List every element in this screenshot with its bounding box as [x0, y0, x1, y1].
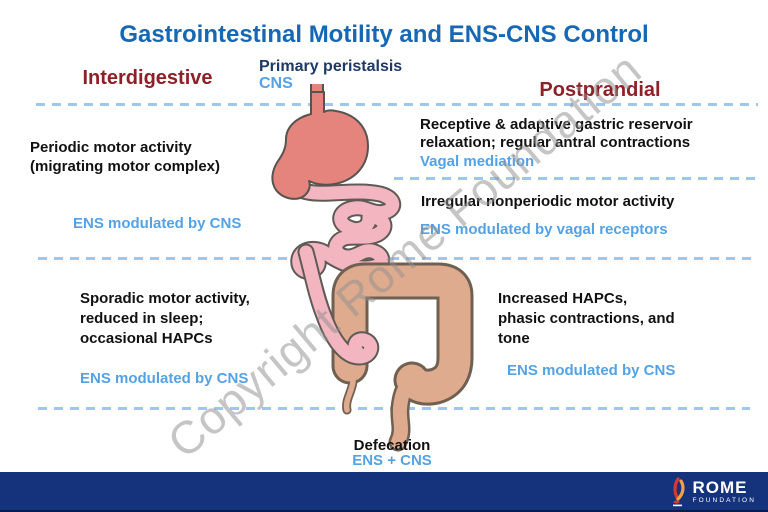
brand-text: ROME FOUNDATION — [693, 479, 757, 505]
defecation-mechanism: ENS + CNS — [352, 452, 432, 469]
text-line: phasic contractions, and — [498, 310, 675, 327]
appendix — [343, 379, 356, 413]
postprandial-colonic-text: Increased HAPCs, phasic contractions, an… — [498, 289, 675, 349]
text-line: Sporadic motor activity, — [80, 290, 250, 307]
terminal-ileum-illustration — [297, 243, 380, 366]
defecation-label: Defecation — [353, 437, 431, 454]
text-line: reduced in sleep; — [80, 310, 204, 327]
stomach-illustration — [271, 91, 369, 200]
postprandial-small-bowel-text: Irregular nonperiodic motor activity — [421, 193, 675, 210]
text-line: (migrating motor complex) — [30, 158, 221, 175]
dashed-divider-1 — [36, 103, 758, 106]
postprandial-gastric-mechanism: Vagal mediation — [420, 153, 535, 170]
text-line: Increased HAPCs, — [498, 290, 628, 307]
rectum — [391, 371, 419, 449]
footer-bar: ROME FOUNDATION — [0, 472, 768, 512]
esophagus-label-line2: CNS — [259, 75, 293, 92]
text-line: occasional HAPCs — [80, 330, 213, 347]
column-heading-postprandial: Postprandial — [539, 79, 661, 101]
column-heading-interdigestive: Interdigestive — [82, 67, 213, 89]
dashed-divider-2 — [394, 177, 755, 180]
brand-subtext: FOUNDATION — [692, 497, 756, 504]
flame-icon — [672, 477, 685, 507]
interdigestive-gastric-text: Periodic motor activity (migrating motor… — [30, 138, 220, 176]
colon-illustration — [331, 262, 474, 452]
postprandial-gastric-text: Receptive & adaptive gastric reservoir r… — [420, 116, 693, 152]
dashed-divider-3 — [38, 257, 756, 260]
esophagus-label: Primary peristalsis CNS — [259, 58, 402, 92]
brand-name: ROME — [692, 478, 748, 497]
interdigestive-colonic-text: Sporadic motor activity, reduced in slee… — [80, 289, 250, 349]
postprandial-colonic-mechanism: ENS modulated by CNS — [507, 362, 676, 379]
rome-foundation-logo: ROME FOUNDATION — [670, 477, 757, 507]
interdigestive-colonic-mechanism: ENS modulated by CNS — [80, 370, 249, 387]
text-line: tone — [498, 330, 530, 347]
postprandial-small-bowel-mechanism: ENS modulated by vagal receptors — [420, 221, 668, 238]
text-line: relaxation; regular antral contractions — [420, 134, 691, 151]
page-title: Gastrointestinal Motility and ENS-CNS Co… — [119, 21, 649, 48]
text-line: Receptive & adaptive gastric reservoir — [420, 116, 693, 133]
interdigestive-gastric-mechanism: ENS modulated by CNS — [73, 215, 242, 232]
text-line: Periodic motor activity — [30, 139, 192, 156]
esophagus-label-line1: Primary peristalsis — [259, 58, 403, 75]
